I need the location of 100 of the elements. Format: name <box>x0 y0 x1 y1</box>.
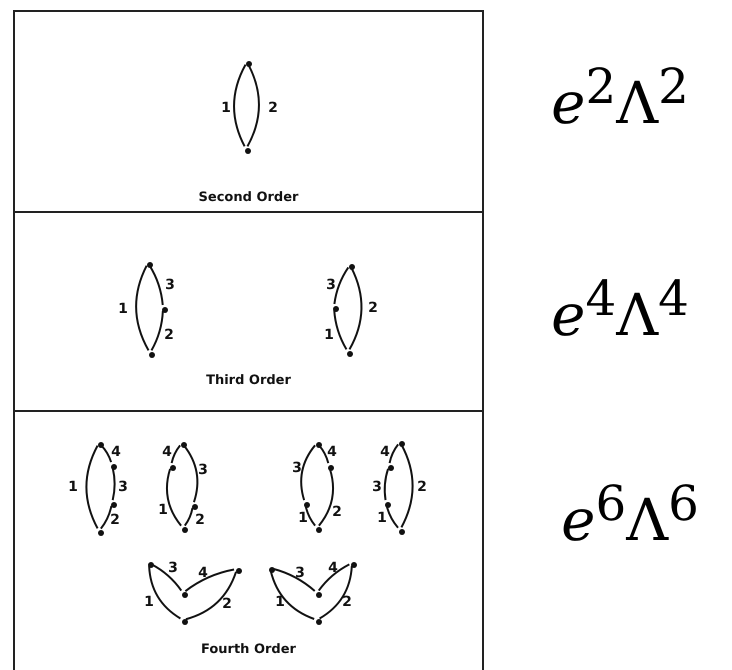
edge-label: 3 <box>372 479 382 495</box>
curve-line <box>183 444 198 502</box>
math-formula: e$^{6}$Λ$^{6}$ <box>561 474 699 556</box>
curve-line <box>151 564 182 592</box>
curve-line <box>100 506 112 530</box>
vertex-dot <box>246 61 252 67</box>
edge-label: 1 <box>144 594 154 610</box>
edge-label: 1 <box>275 594 285 610</box>
edge-label: 2 <box>164 327 174 343</box>
vertex-dot <box>385 502 391 508</box>
vertex-dot <box>182 527 188 533</box>
edge-label: 2 <box>417 479 427 495</box>
math-formula: e$^{2}$Λ$^{2}$ <box>551 58 689 138</box>
math-formula: e$^{4}$Λ$^{4}$ <box>551 270 689 350</box>
vertex-dot <box>98 530 104 536</box>
edge-label: 1 <box>118 301 128 317</box>
panel-title: Second Order <box>198 190 298 205</box>
edge-label: 2 <box>332 504 342 520</box>
vertex-dot <box>316 619 322 625</box>
curve-line <box>318 468 334 526</box>
edge-label: 3 <box>168 560 178 576</box>
curve-line <box>388 444 399 464</box>
panel-title: Third Order <box>206 373 291 388</box>
edge-label: 4 <box>380 444 390 460</box>
edge-label: 2 <box>342 594 352 610</box>
curve-line <box>333 310 348 350</box>
vertex-dot <box>149 352 155 358</box>
edge-label: 1 <box>324 327 334 343</box>
edge-label: 2 <box>268 100 278 116</box>
diagram-panel <box>13 410 484 670</box>
curve-line <box>400 444 414 528</box>
edge-label: 1 <box>298 510 308 526</box>
vertex-dot <box>399 529 405 535</box>
curve-line <box>318 444 330 464</box>
vertex-dot <box>192 504 198 510</box>
vertex-dot <box>349 264 355 270</box>
vertex-dot <box>147 262 153 268</box>
vertex-dot <box>333 306 339 312</box>
vertex-dot <box>148 562 154 568</box>
edge-label: 3 <box>295 565 305 581</box>
curve-line <box>384 468 390 500</box>
vertex-dot <box>304 502 310 508</box>
vertex-dot <box>170 465 176 471</box>
curve-line <box>318 563 350 592</box>
vertex-dot <box>328 465 334 471</box>
edge-label: 4 <box>328 560 338 576</box>
vertex-dot <box>181 442 187 448</box>
edge-label: 3 <box>198 462 208 478</box>
vertex-dot <box>388 465 394 471</box>
curve-line <box>300 444 316 500</box>
edge-label: 3 <box>292 460 302 476</box>
curve-line <box>170 444 181 464</box>
panel-title: Fourth Order <box>201 642 296 657</box>
vertex-dot <box>316 592 322 598</box>
curve-line <box>150 310 164 351</box>
curve-line <box>148 566 181 620</box>
curve-line <box>135 265 150 351</box>
vertex-dot <box>111 464 117 470</box>
vertex-dot <box>245 148 251 154</box>
vertex-dot <box>182 592 188 598</box>
edge-label: 2 <box>368 300 378 316</box>
curve-line <box>386 506 399 528</box>
curve-line <box>184 508 194 526</box>
edge-label: 3 <box>326 277 336 293</box>
curve-line <box>333 266 350 304</box>
vertex-dot <box>236 568 242 574</box>
vertex-dot <box>162 307 168 313</box>
vertex-dot <box>316 527 322 533</box>
edge-label: 4 <box>111 444 121 460</box>
curve-line <box>319 566 353 620</box>
curve-line <box>112 468 116 500</box>
edge-label: 3 <box>118 479 128 495</box>
diagram-panel <box>13 10 484 213</box>
edge-label: 1 <box>158 502 168 518</box>
curve-line <box>148 265 164 306</box>
vertex-dot <box>182 619 188 625</box>
vertex-dot <box>111 502 117 508</box>
curve-line <box>100 444 112 462</box>
curve-line <box>304 506 316 526</box>
edge-label: 4 <box>198 565 208 581</box>
vertex-dot <box>316 442 322 448</box>
curve-line <box>184 568 234 592</box>
edge-label: 4 <box>162 444 172 460</box>
curve-line <box>272 568 316 592</box>
edge-label: 4 <box>327 444 337 460</box>
vertex-dot <box>269 567 275 573</box>
edge-label: 3 <box>165 277 175 293</box>
edge-label: 2 <box>195 512 205 528</box>
edge-label: 2 <box>110 512 120 528</box>
edge-label: 2 <box>222 596 232 612</box>
vertex-dot <box>98 442 104 448</box>
curve-line <box>186 572 237 620</box>
curve-line <box>270 570 315 620</box>
vertex-dot <box>351 562 357 568</box>
edge-label: 1 <box>221 100 231 116</box>
vertex-dot <box>399 441 405 447</box>
curve-line <box>348 267 362 350</box>
curve-line <box>166 468 182 526</box>
diagram-panel <box>13 211 484 412</box>
edge-label: 1 <box>377 510 387 526</box>
